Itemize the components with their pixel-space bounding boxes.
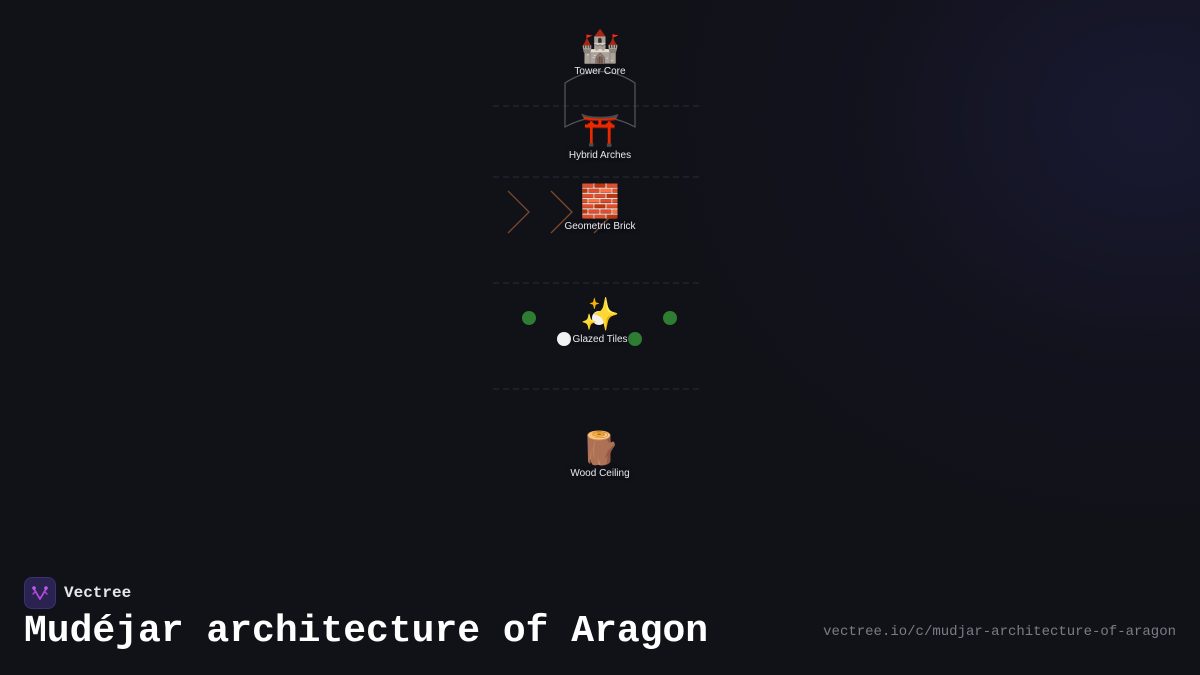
brick-icon: 🧱 <box>580 182 620 220</box>
node-hybrid-arches[interactable]: ⛩️ Hybrid Arches <box>530 112 670 161</box>
castle-icon: 🏰 <box>580 27 620 65</box>
sparkles-icon: ✨ <box>580 295 620 333</box>
white-dot <box>557 332 571 346</box>
section-separators <box>493 105 703 390</box>
page-title: Mudéjar architecture of Aragon <box>24 610 709 653</box>
node-label: Geometric Brick <box>564 221 636 232</box>
wood-log-icon: 🪵 <box>580 429 620 467</box>
node-label: Glazed Tiles <box>572 334 628 345</box>
node-label: Wood Ceiling <box>570 468 630 479</box>
node-geometric-brick[interactable]: 🧱 Geometric Brick <box>530 183 670 232</box>
brand-name: Vectree <box>64 584 132 602</box>
node-label: Hybrid Arches <box>568 150 632 161</box>
chevron-shape <box>550 190 573 234</box>
arch-outline <box>564 71 636 129</box>
node-label: Tower Core <box>574 66 626 77</box>
chevron-shape <box>593 190 616 234</box>
green-dot <box>663 311 677 325</box>
chevron-shape <box>507 190 530 234</box>
node-glazed-tiles[interactable]: ✨ Glazed Tiles <box>530 296 670 345</box>
green-dot <box>628 332 642 346</box>
node-wood-ceiling[interactable]: 🪵 Wood Ceiling <box>530 430 670 479</box>
chevron-pattern <box>507 190 616 234</box>
vectree-logo-icon <box>24 577 56 609</box>
branch-icon <box>32 586 48 600</box>
diagram-canvas: 🏰 Tower Core ⛩️ Hybrid Arches 🧱 Geometri… <box>493 28 703 479</box>
tile-dots <box>522 311 677 346</box>
node-tower-core[interactable]: 🏰 Tower Core <box>530 28 670 77</box>
green-dot <box>522 311 536 325</box>
white-dot <box>592 311 606 325</box>
torii-gate-icon: ⛩️ <box>580 111 620 149</box>
brand: Vectree <box>24 577 131 609</box>
page-url[interactable]: vectree.io/c/mudjar-architecture-of-arag… <box>823 624 1176 640</box>
diagram-decorations <box>493 71 703 390</box>
